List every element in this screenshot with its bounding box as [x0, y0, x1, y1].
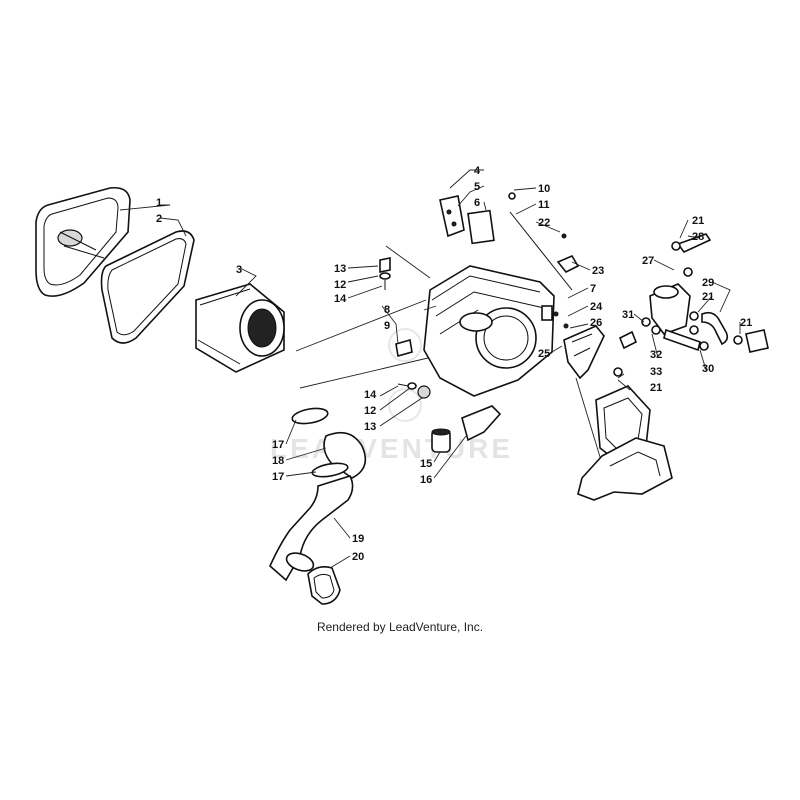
callout-23: 23	[592, 265, 604, 277]
watermark-logo	[388, 328, 422, 422]
callout-6: 6	[474, 197, 480, 209]
valve-assembly	[649, 233, 729, 346]
callout-31: 31	[622, 309, 634, 321]
watermark-text: LEADVENTURE	[270, 433, 513, 464]
prop-rod	[508, 192, 580, 291]
callout-17-lower: 17	[272, 471, 284, 483]
callout-14-lower: 14	[364, 389, 377, 401]
intake-manifold	[577, 385, 673, 501]
upper-fasteners	[379, 257, 391, 290]
callout-1: 1	[156, 197, 162, 209]
fitting-8	[395, 338, 413, 358]
airbox-cover	[35, 186, 131, 297]
callout-11: 11	[538, 199, 550, 211]
callout-21-a: 21	[692, 215, 704, 227]
callout-30: 30	[702, 363, 714, 375]
credit-text: Rendered by LeadVenture, Inc.	[316, 620, 484, 634]
callout-9: 9	[384, 320, 390, 332]
callout-28: 28	[692, 231, 704, 243]
intake-duct	[269, 475, 354, 605]
callout-7: 7	[590, 283, 596, 295]
callout-24: 24	[590, 301, 603, 313]
callout-21-b: 21	[702, 291, 714, 303]
air-filter-element	[195, 283, 285, 373]
callout-21-d: 21	[740, 317, 752, 329]
callout-14-upper: 14	[334, 293, 347, 305]
callout-3: 3	[236, 264, 242, 276]
callout-13-upper: 13	[334, 263, 346, 275]
callout-12-lower: 12	[364, 405, 376, 417]
callout-26: 26	[590, 317, 602, 329]
airbox-housing	[423, 265, 555, 397]
callout-21-c: 21	[650, 382, 662, 394]
top-bracket	[439, 195, 495, 245]
side-bracket	[553, 311, 605, 471]
callout-20: 20	[352, 551, 364, 563]
callout-labels: 1 2 3 4 5 6 10 11 22 23 13 12 14 8 9 7 2…	[156, 165, 752, 563]
callout-12-upper: 12	[334, 279, 346, 291]
callout-2: 2	[156, 213, 162, 225]
callout-18: 18	[272, 455, 284, 467]
callout-19: 19	[352, 533, 364, 545]
callout-22: 22	[538, 217, 550, 229]
callout-25: 25	[538, 348, 550, 360]
callout-8: 8	[384, 304, 390, 316]
callout-4: 4	[474, 165, 481, 177]
callout-10: 10	[538, 183, 550, 195]
leader-lines	[119, 169, 741, 569]
hose-line	[613, 317, 769, 377]
callout-17-upper: 17	[272, 439, 284, 451]
callout-29: 29	[702, 277, 714, 289]
callout-15: 15	[420, 458, 432, 470]
callout-32: 32	[650, 349, 662, 361]
intake-boot	[291, 407, 367, 479]
callout-27: 27	[642, 255, 654, 267]
heat-shield	[461, 405, 502, 442]
callout-13-lower: 13	[364, 421, 376, 433]
callout-16: 16	[420, 474, 432, 486]
lower-fasteners	[397, 382, 431, 399]
callout-5: 5	[474, 181, 480, 193]
callout-33: 33	[650, 366, 662, 378]
airbox-gasket	[100, 230, 195, 344]
drain-cup	[431, 428, 451, 453]
